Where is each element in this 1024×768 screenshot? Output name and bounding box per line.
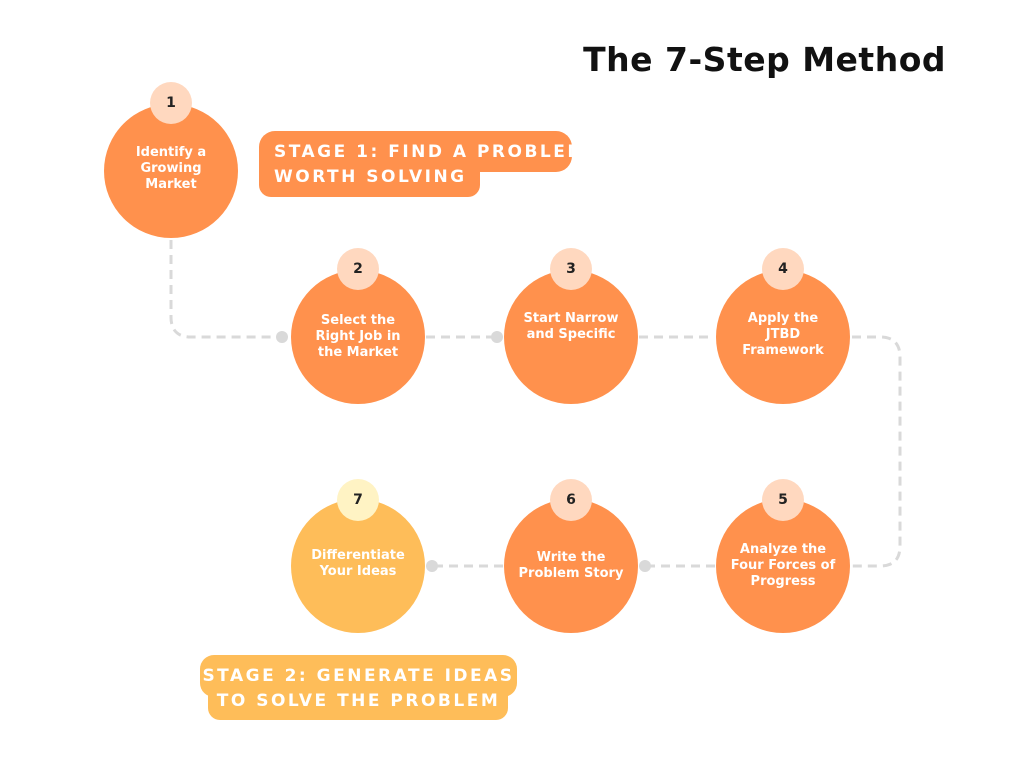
connector-dot <box>426 560 438 572</box>
step-5-badge: 5 <box>762 479 804 521</box>
stage-2-line2: TO SOLVE THE PROBLEM <box>216 691 501 711</box>
step-6-label: Write the Problem Story <box>518 550 624 581</box>
step-7-badge: 7 <box>337 479 379 521</box>
step-6-circle: Write the Problem Story <box>504 499 638 633</box>
connector-1-2 <box>169 240 282 339</box>
stage-1-line1: STAGE 1: FIND A PROBLEM <box>274 142 587 162</box>
stage-2-label: STAGE 2: GENERATE IDEAS TO SOLVE THE PRO… <box>200 655 517 720</box>
step-3-badge: 3 <box>550 248 592 290</box>
step-4-badge: 4 <box>762 248 804 290</box>
step-7-circle: Differentiate Your Ideas <box>291 499 425 633</box>
step-2-label: Select the Right Job in the Market <box>315 313 401 360</box>
step-5-circle: Analyze the Four Forces of Progress <box>716 499 850 633</box>
stage-1-label: STAGE 1: FIND A PROBLEM WORTH SOLVING <box>259 131 587 197</box>
step-2-badge: 2 <box>337 248 379 290</box>
step-7-label: Differentiate Your Ideas <box>311 548 405 579</box>
step-3-circle: Start Narrow and Specific <box>504 270 638 404</box>
step-1-circle: Identify a Growing Market <box>104 104 238 238</box>
connector-dot <box>276 331 288 343</box>
step-3-label: Start Narrow and Specific <box>523 311 619 342</box>
step-4-label: Apply the JTBD Framework <box>742 311 824 358</box>
step-5-label: Analyze the Four Forces of Progress <box>730 542 836 589</box>
step-4-circle: Apply the JTBD Framework <box>716 270 850 404</box>
stage-1-line2: WORTH SOLVING <box>274 167 467 187</box>
step-2-circle: Select the Right Job in the Market <box>291 270 425 404</box>
step-6-badge: 6 <box>550 479 592 521</box>
connector-4-5 <box>850 335 902 568</box>
page-title: The 7-Step Method <box>583 40 946 79</box>
connector-dot <box>491 331 503 343</box>
step-1-label: Identify a Growing Market <box>135 145 207 192</box>
connector-dot <box>639 560 651 572</box>
step-1-badge: 1 <box>150 82 192 124</box>
stage-2-line1: STAGE 2: GENERATE IDEAS <box>202 666 515 686</box>
